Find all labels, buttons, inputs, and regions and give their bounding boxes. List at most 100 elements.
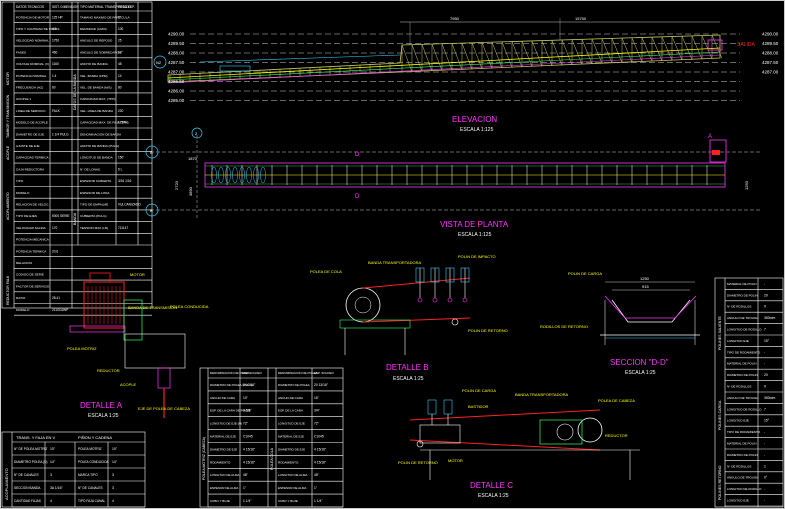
poleas-table-cell: RODAMIENTO: [210, 460, 231, 464]
label-eje-polea: EJE DE POLEA DE CABEZA: [138, 406, 190, 411]
main-table-cell: RATIO: [16, 296, 26, 300]
main-table-cell: TIPO: [16, 179, 24, 183]
label-reductor-c: REDUCTOR: [605, 433, 628, 438]
acople-table-cell: N° DE CANALES: [78, 486, 103, 490]
tail-pulley: [345, 287, 381, 323]
polines-table-cell: LONGITUD EJE: [727, 339, 749, 343]
acople-table-header: TRANS. Y FAJA EN V: [16, 435, 56, 440]
main-table-cell: FASES: [16, 50, 26, 54]
poleas-table-cell: 4 5/8": [243, 409, 252, 413]
polines-table-cell: TIPO DE RODAMIENTO: [727, 350, 761, 354]
main-table-cell: TIPO DE EMPALME: [80, 202, 108, 206]
acople-table-cell: 3A 1/16": [50, 486, 64, 490]
main-table-cell: ESPESOR CUBIERTA: [80, 179, 112, 183]
main-table-cell: 5 L: [118, 167, 123, 171]
main-table-cell: DENOMINACION DE BANDA: [80, 132, 122, 136]
polines-table-side-label: POLINES SALIENTE: [718, 315, 722, 350]
main-table-cell: VELOCIDAD NOMINAL: [16, 39, 49, 43]
elevation-dim-2: 15750: [575, 16, 587, 21]
acople-table-cell: N° DE CANALES: [14, 473, 39, 477]
scale-elevacion: ESCALA 1:125: [460, 127, 494, 133]
main-table-cell: LONGITUD DE BANDA: [80, 156, 114, 160]
main-table-cell: CAPACIDAD MAX. DE FAJA (TPH): [80, 121, 129, 125]
poleas-table-cell: ANCHO DE CARA: [278, 396, 303, 400]
main-table-side-label: ACOPLE: [6, 145, 10, 160]
polines-table-cell: TIPO DE RODAMIENTO: [727, 430, 761, 434]
label-banda-transportadora-b: BANDA TRANSPORTADORA: [368, 260, 421, 265]
poleas-table-cell: 72": [243, 422, 249, 426]
scale-planta: ESCALA 1:125: [458, 232, 492, 238]
main-table-side-label: REDUCTOR FALK: [6, 275, 10, 305]
acople-table-cell: 14": [50, 460, 56, 464]
main-table-cell: CODIGO DE SERIE: [16, 273, 44, 277]
poleas-table-header: DENOMINACION DE POLEA: [210, 371, 250, 375]
poleas-table-cell: 16": [314, 396, 320, 400]
main-table-mid-label: DATOS DE LA BANDA: [73, 74, 77, 110]
polines-table-cell: -: [764, 430, 765, 434]
main-table-cell: CAPACIDAD TERMICA: [16, 156, 49, 160]
main-table-cell: 125 HP: [52, 15, 63, 19]
acople-table-cell: 3: [112, 473, 114, 477]
polines-table-cell: -: [764, 362, 765, 366]
acople-table-cell: POLEA MOTRIZ: [78, 447, 102, 451]
main-table-cell: 460: [52, 50, 58, 54]
plan-cut-d-top: D: [355, 152, 360, 158]
poleas-table-cell: 4 15/16": [314, 460, 327, 464]
polines-table-cell: LONGITUD DE RODILLO: [727, 328, 762, 332]
main-table-cell: RELACION: [16, 261, 32, 265]
poleas-table-cell: LONGITUD DE ALMA: [278, 473, 307, 477]
main-table-cell: 20.6: [52, 249, 58, 253]
polines-table-cell: 7: [764, 407, 766, 411]
poleas-table-cell: 4 15/16": [314, 447, 327, 451]
label-polin-carga-c: POLIN DE CARGA: [462, 388, 496, 393]
poleas-table-cell: MATERIAL DE EJE: [278, 435, 304, 439]
main-table-cell: CAJA REDUCTORA: [16, 167, 45, 171]
label-reductor-a: REDUCTOR: [97, 368, 120, 373]
label-polea-cola: POLEA DE COLA: [310, 269, 342, 274]
elevation-tag-n: N2: [156, 60, 162, 65]
poleas-table-cell: 3/4": [314, 409, 321, 413]
acople-table-cell: 4: [50, 499, 52, 503]
label-banda-transportadora-c: BANDA TRANSPORTADORA: [515, 392, 568, 397]
polines-table-cell: DIAMETRO DE POLIN: [727, 453, 758, 457]
elevation-level-right: 4287.50: [762, 60, 779, 65]
polines-table-cell: MATERIAL DE POLIN: [727, 442, 757, 446]
main-table-cell: TAMANO MAXIMO DE PARTICULA: [80, 15, 130, 19]
main-table-cell: TIPO Y CANTIDAD DE POLOS: [16, 27, 59, 31]
label-polin-retorno-b: POLIN DE RETORNO: [468, 328, 508, 333]
acople-table-cell: 10": [112, 447, 118, 451]
polines-table-cell: 1: [764, 464, 766, 468]
scale-detalle-a: ESCALA 1:25: [88, 413, 119, 419]
elevation-view: 7950 15750 N2 SALIDA 4290.004289.504288.…: [153, 16, 779, 133]
detail-c: POLIN DE CARGA BASTIDOR BANDA TRANSPORTA…: [398, 388, 640, 499]
main-table-cell: POTENCIA DE MOTOR: [16, 15, 50, 19]
title-detalle-a: DETALLE A: [80, 401, 123, 410]
polines-table-cell: 20: [764, 373, 768, 377]
detail-a: MOTOR BANDA DE TRANSMISION POLEA CONDUCI…: [67, 272, 209, 419]
acople-table-cell: 3: [50, 473, 52, 477]
polines-table-cell: LONGITUD EJE: [727, 419, 749, 423]
poleas-table-cell: ESP. DE LA CARA: [278, 409, 303, 413]
poleas-table-cell: LONGITUD DE EJE (M): [210, 422, 242, 426]
main-table-cell: 711147: [118, 226, 128, 230]
label-polea-conducida: POLEA CONDUCIDA: [170, 304, 209, 309]
main-table-cell: 17570: [118, 121, 127, 125]
scale-detalle-b: ESCALA 1:25: [393, 376, 424, 382]
poleas-table-cell: 1": [243, 486, 247, 490]
title-seccion: SECCION "D-D": [610, 358, 669, 367]
polines-table-cell: LONGITUD DE RODILLO: [727, 407, 762, 411]
poleas-table-cell: 24-7/16": [243, 383, 256, 387]
polines-table-side-label: POLINES RETORNO: [718, 465, 722, 500]
main-table-cell: CAPACIDAD MAX. (TPH): [80, 97, 115, 101]
plan-detail-a-mark: A: [708, 134, 712, 140]
polines-table-cell: N° DE RODILLOS: [727, 385, 751, 389]
elevation-level-left: 4287.00: [168, 70, 185, 75]
poleas-table-cell: C1045: [314, 435, 324, 439]
acople-table-cell: CANTIDAD FAJAS: [14, 499, 41, 503]
polines-table-cell: 9: [764, 385, 766, 389]
main-table-cell: 1750: [52, 39, 59, 43]
acople-table-side-label: ACOPLAMIENTO: [4, 468, 9, 500]
polines-table-cell: ANGULO DE TROUGH: [727, 476, 758, 480]
